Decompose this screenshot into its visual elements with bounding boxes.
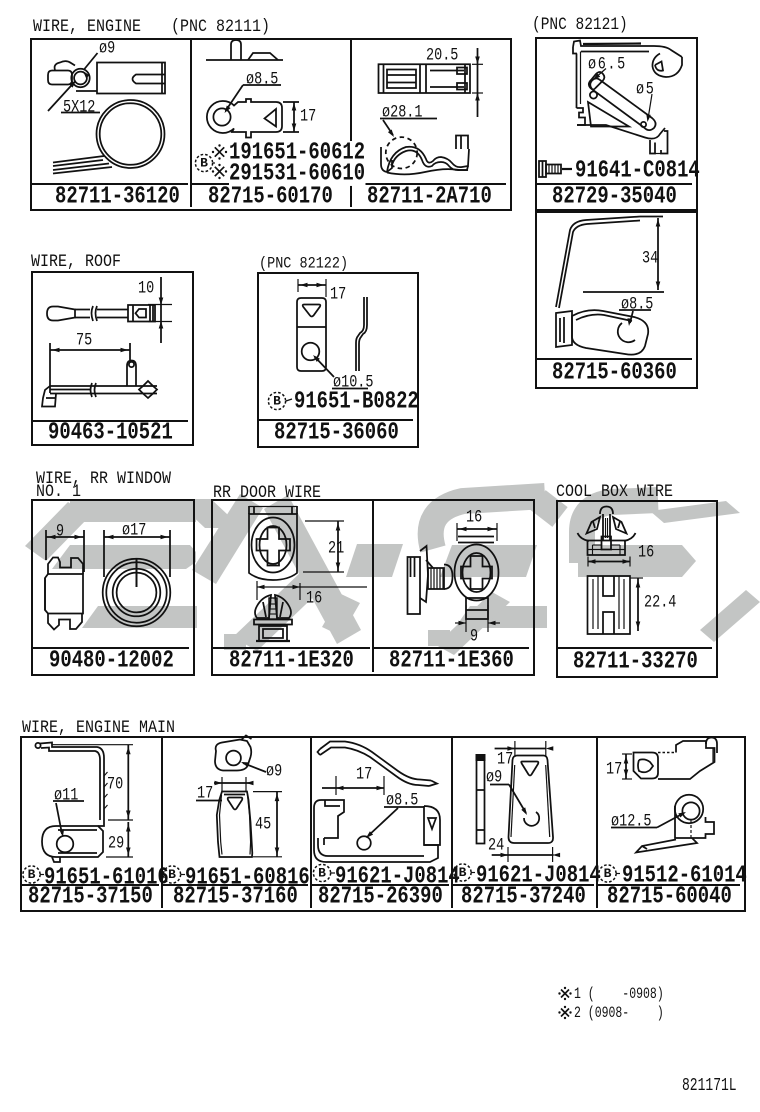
svg-text:B: B <box>168 867 176 882</box>
svg-text:B: B <box>28 867 36 882</box>
svg-text:B: B <box>459 865 467 880</box>
svg-text:B: B <box>200 156 208 171</box>
svg-text:B: B <box>273 394 281 409</box>
svg-text:B: B <box>318 866 326 881</box>
svg-text:B: B <box>604 866 612 881</box>
